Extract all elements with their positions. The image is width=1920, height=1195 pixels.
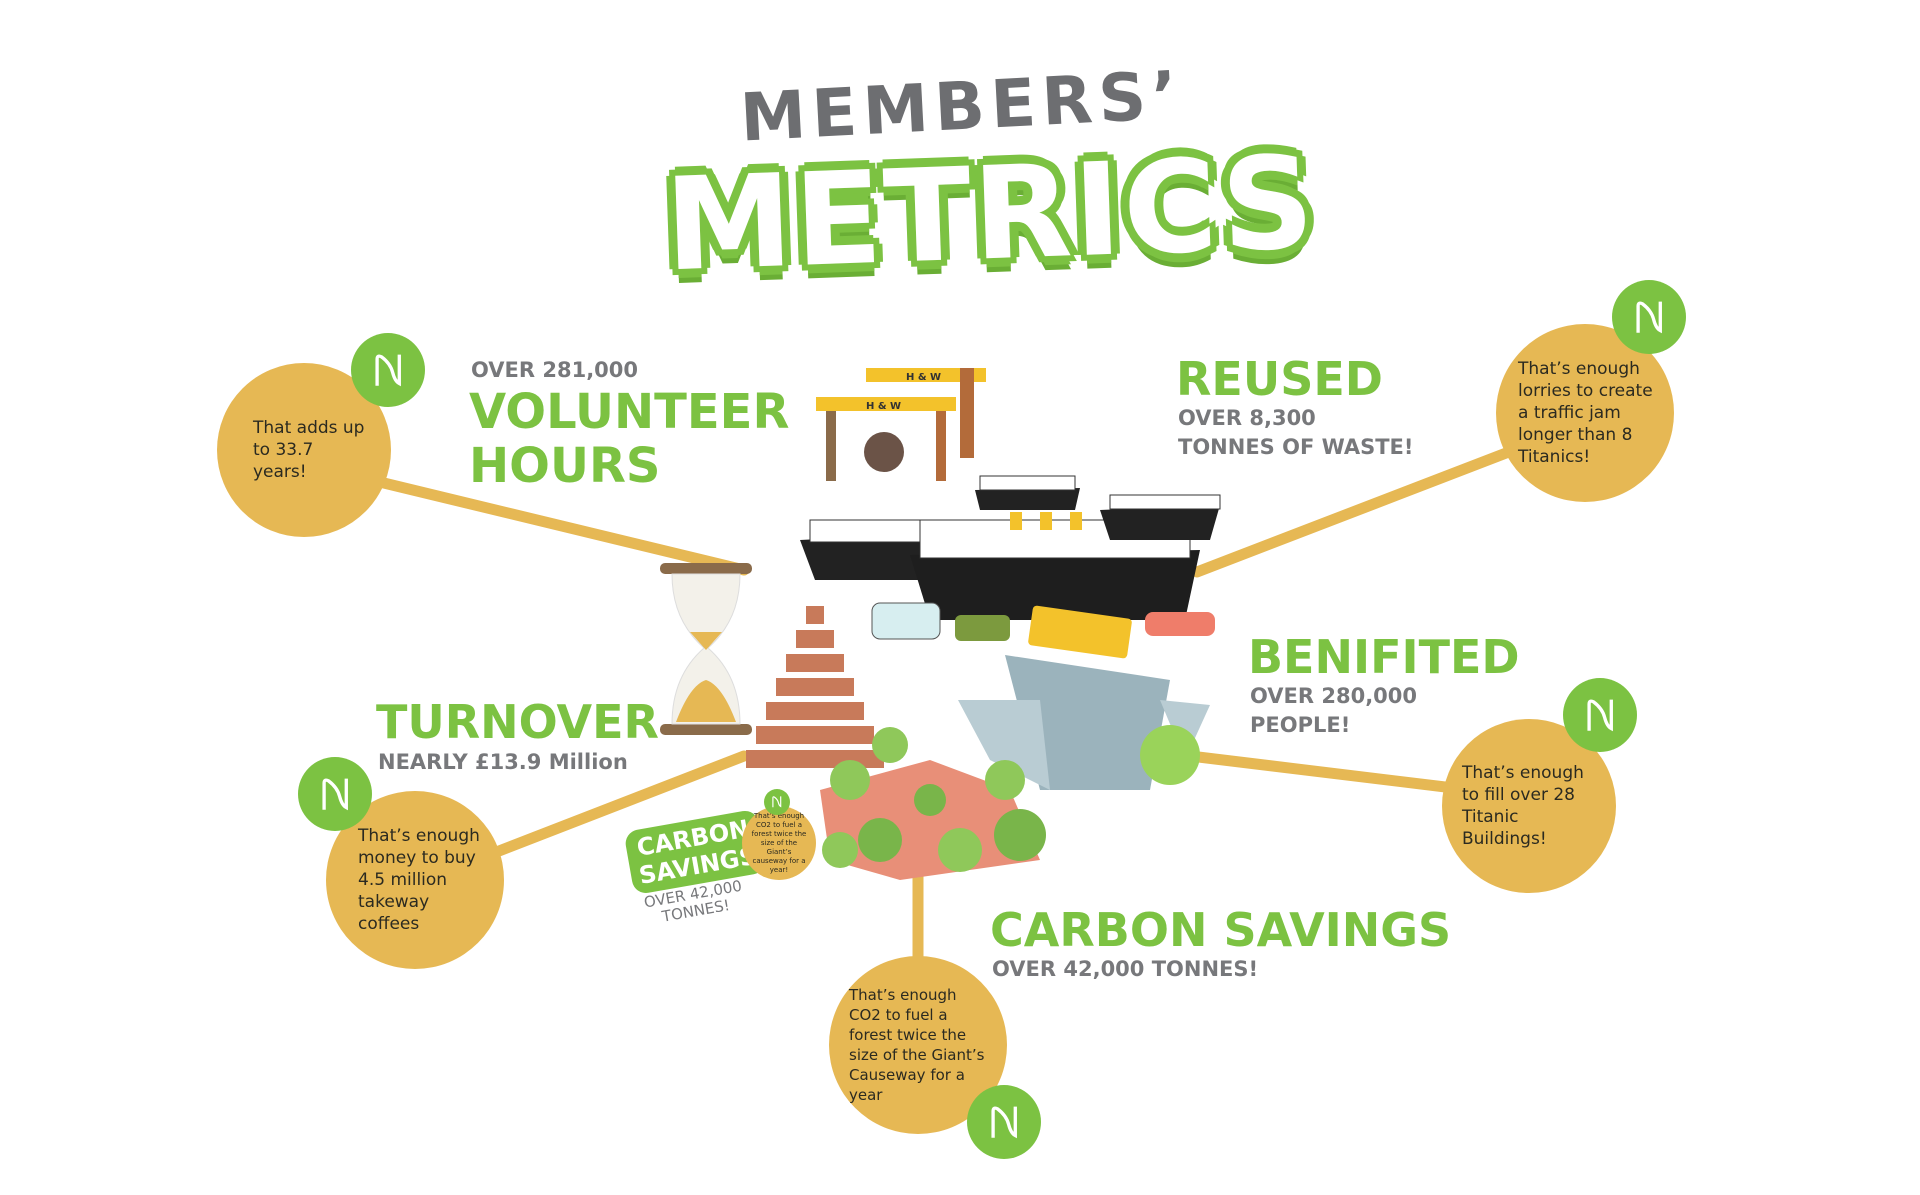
- volunteer-title: VOLUNTEER HOURS: [469, 384, 790, 494]
- n-logo-icon: [298, 757, 372, 831]
- turnover-title: TURNOVER: [376, 695, 659, 749]
- benefited-line1: OVER 280,000: [1250, 684, 1418, 708]
- turnover-bubble-text: That’s enough money to buy 4.5 million t…: [358, 826, 480, 934]
- n-logo-icon: [351, 333, 425, 407]
- volunteer-count: OVER 281,000: [471, 358, 639, 382]
- volunteer-bubble: That adds up to 33.7 years!: [217, 363, 391, 537]
- stem-reused: [1191, 434, 1546, 578]
- carbon-bubble-text: That’s enough CO2 to fuel a forest twice…: [849, 986, 985, 1104]
- reused-line2: TONNES OF WASTE!: [1178, 435, 1414, 459]
- n-logo-icon: [1612, 280, 1686, 354]
- coffee-cup-pyramid: [746, 606, 884, 768]
- benefited-bubble: That’s enough to fill over 28 Titanic Bu…: [1442, 719, 1616, 893]
- n-logo-icon: [1563, 678, 1637, 752]
- stem-benefited: [1184, 750, 1476, 796]
- carbon-line1: OVER 42,000 TONNES!: [992, 957, 1259, 981]
- hourglass-illustration: [660, 563, 752, 735]
- benefited-line2: PEOPLE!: [1250, 713, 1351, 737]
- reused-line1: OVER 8,300: [1178, 406, 1316, 430]
- volunteer-bubble-text: That adds up to 33.7 years!: [253, 418, 365, 482]
- n-logo-icon: [967, 1085, 1041, 1159]
- sticker-bubble-text: That’s enough CO2 to fuel a forest twice…: [751, 811, 807, 874]
- reused-title: REUSED: [1176, 352, 1383, 406]
- ships-illustration: [800, 475, 1221, 620]
- n-logo-icon: [764, 789, 790, 815]
- crane-label-2: H & W: [866, 401, 901, 412]
- forest-illustration: [820, 727, 1046, 880]
- vehicles-illustration: [871, 602, 1215, 659]
- carbon-title: CARBON SAVINGS: [990, 903, 1452, 957]
- crane-label-1: H & W: [906, 372, 941, 383]
- reused-bubble-text: That’s enough lorries to create a traffi…: [1518, 359, 1653, 467]
- stem-volunteer: [324, 464, 750, 576]
- benefited-title: BENIFITED: [1248, 630, 1520, 684]
- titanic-building-illustration: [958, 655, 1210, 790]
- benefited-bubble-text: That’s enough to fill over 28 Titanic Bu…: [1462, 763, 1584, 849]
- sticker-bubble: That’s enough CO2 to fuel a forest twice…: [742, 806, 816, 880]
- turnover-line1: NEARLY £13.9 Million: [378, 750, 628, 774]
- crane-illustration: [816, 368, 986, 481]
